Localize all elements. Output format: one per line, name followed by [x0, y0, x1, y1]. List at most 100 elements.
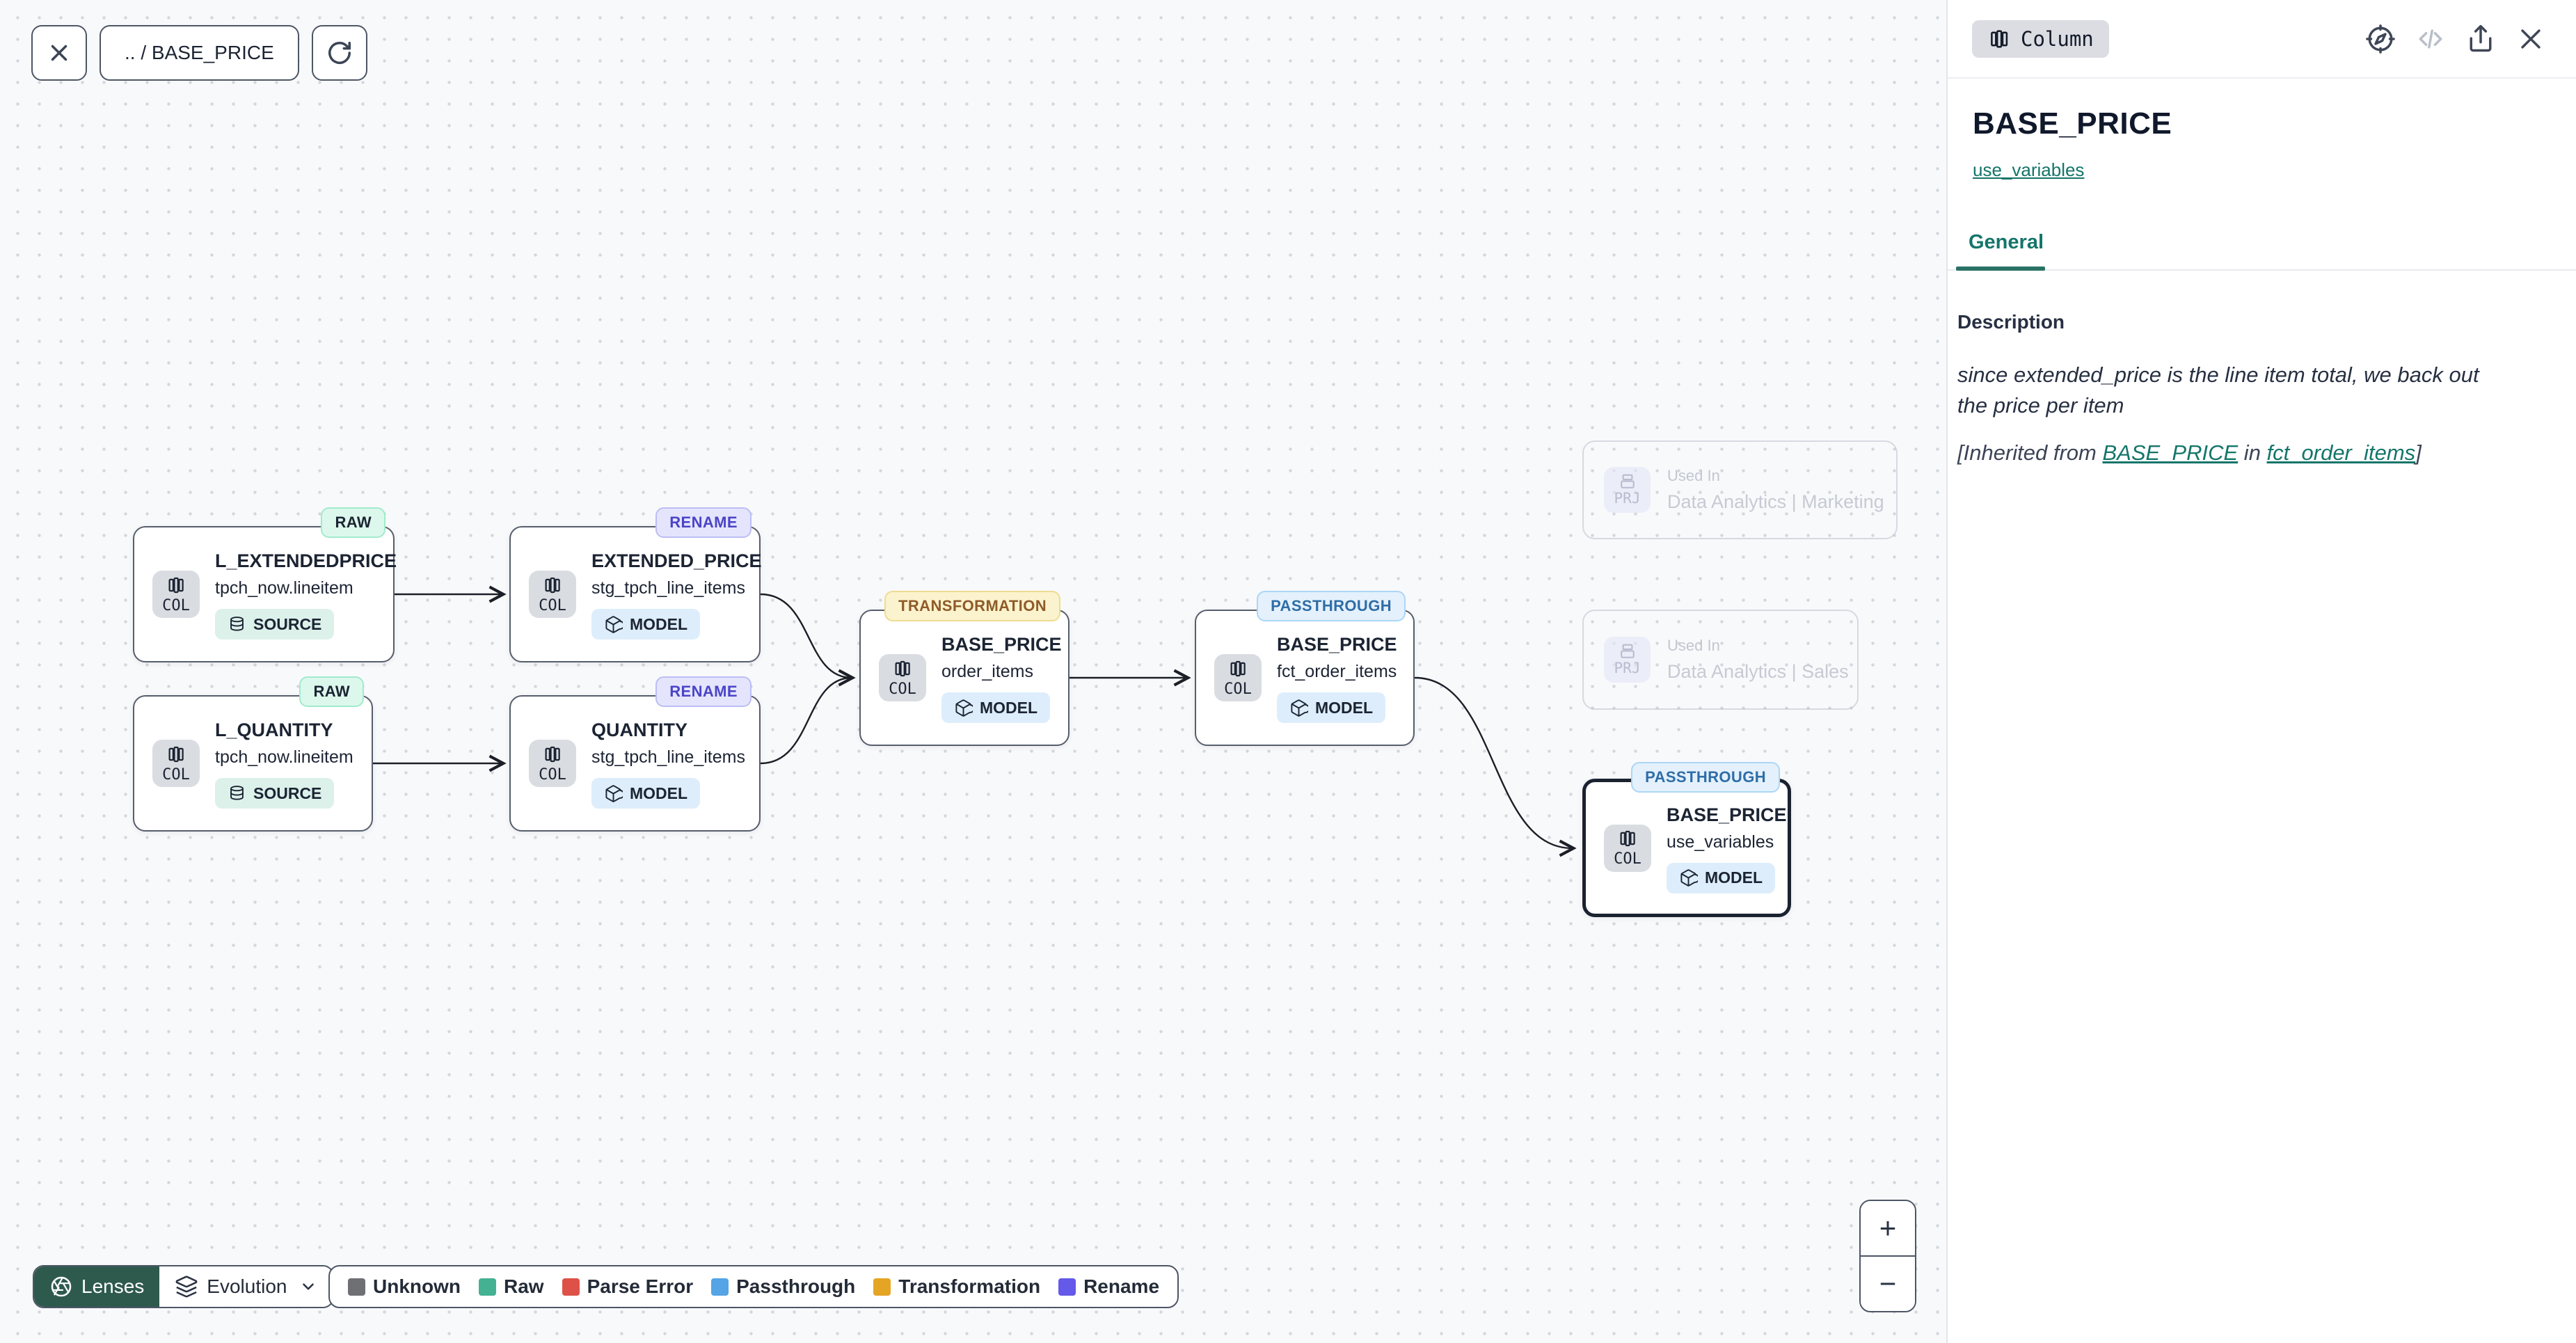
node-subtitle: use_variables [1667, 832, 1774, 852]
model-chip: MODEL [591, 609, 701, 639]
node-subtitle: tpch_now.lineitem [215, 747, 353, 767]
cube-icon [1680, 869, 1698, 887]
status-badge: PASSTHROUGH [1631, 762, 1780, 793]
lens-mode-dropdown[interactable]: Evolution [159, 1266, 333, 1307]
panel-tabs: General [1948, 231, 2576, 271]
legend-swatch [562, 1278, 580, 1296]
node-base-price-use-variables-selected[interactable]: PASSTHROUGH COL BASE_PRICE use_variables… [1582, 762, 1791, 917]
share-button[interactable] [2465, 23, 2497, 55]
edge-fctorderitems-usevariables [1414, 676, 1573, 848]
legend-item: Transformation [873, 1276, 1040, 1298]
used-in-card-marketing[interactable]: PRJ Used In Data Analytics | Marketing [1582, 440, 1898, 539]
node-l-quantity[interactable]: RAW COL L_QUANTITY tpch_now.lineitem SOU… [133, 676, 373, 832]
lineage-canvas[interactable]: .. / BASE_PRICE RAW COL L_EXTENDEDPRICE … [0, 0, 1946, 1343]
node-base-price-order-items[interactable]: TRANSFORMATION COL BASE_PRICE order_item… [859, 591, 1070, 746]
model-chip: MODEL [1667, 862, 1776, 893]
source-chip: SOURCE [215, 778, 335, 809]
inherited-column-link[interactable]: BASE_PRICE [2102, 440, 2239, 465]
columns-icon [1991, 29, 2008, 48]
project-icon [1620, 474, 1635, 488]
status-badge: TRANSFORMATION [884, 591, 1060, 621]
zoom-out-button[interactable]: − [1861, 1257, 1915, 1311]
legend-item: Unknown [348, 1276, 461, 1298]
entity-type-chip: Column [1972, 19, 2109, 58]
description-section: Description since extended_price is the … [1948, 271, 2576, 466]
legend-swatch [348, 1278, 365, 1296]
chevron-down-icon [303, 1283, 315, 1290]
panel-header: Column [1948, 0, 2576, 79]
source-chip: SOURCE [215, 609, 335, 639]
inherited-model-link[interactable]: fct_order_items [2266, 440, 2416, 465]
column-type-box: COL [879, 654, 926, 701]
lenses-button[interactable]: Lenses [34, 1266, 160, 1307]
explore-button[interactable] [2364, 23, 2396, 55]
database-icon [230, 785, 244, 800]
tab-general[interactable]: General [1969, 231, 2044, 253]
close-lineage-button[interactable] [31, 25, 87, 81]
node-title: QUANTITY [591, 720, 687, 740]
columns-icon [895, 660, 910, 676]
columns-icon [1230, 660, 1246, 676]
model-chip: MODEL [591, 778, 701, 809]
description-label: Description [1957, 311, 2065, 333]
lens-bar: Lenses Evolution [33, 1265, 335, 1308]
panel-body: BASE_PRICE use_variables [1948, 79, 2576, 181]
project-icon [1620, 644, 1635, 658]
node-title: L_EXTENDEDPRICE [215, 550, 397, 571]
legend-item: Raw [479, 1276, 544, 1298]
legend-swatch [711, 1278, 729, 1296]
legend-item: Passthrough [711, 1276, 855, 1298]
node-subtitle: order_items [941, 662, 1033, 681]
columns-icon [545, 746, 560, 762]
edge-extendedprice-baseprice [760, 593, 852, 678]
code-icon [2419, 29, 2442, 49]
close-icon [51, 45, 67, 61]
column-type-box: COL [529, 740, 576, 787]
node-quantity[interactable]: RENAME COL QUANTITY stg_tpch_line_items … [509, 676, 761, 832]
model-chip: MODEL [941, 692, 1051, 723]
used-in-label: Used In [1667, 467, 1720, 484]
breadcrumb-label: .. / BASE_PRICE [125, 42, 274, 63]
close-icon [2521, 29, 2541, 49]
used-in-card-sales[interactable]: PRJ Used In Data Analytics | Sales [1582, 610, 1859, 710]
legend-swatch [873, 1278, 891, 1296]
cube-icon [605, 784, 623, 802]
columns-icon [168, 746, 184, 762]
node-title: EXTENDED_PRICE [591, 550, 762, 571]
used-in-name: Data Analytics | Marketing [1667, 491, 1884, 512]
node-subtitle: stg_tpch_line_items [591, 578, 745, 598]
edge-quantity-baseprice [760, 676, 852, 765]
share-icon [2470, 24, 2492, 51]
description-text: since extended_price is the line item to… [1957, 363, 2479, 418]
cube-icon [1291, 699, 1308, 717]
project-type-box: PRJ [1604, 637, 1651, 683]
model-link[interactable]: use_variables [1973, 159, 2085, 180]
node-base-price-fct-order-items[interactable]: PASSTHROUGH COL BASE_PRICE fct_order_ite… [1195, 591, 1415, 746]
model-chip: MODEL [1277, 692, 1386, 723]
columns-icon [1620, 830, 1635, 847]
used-in-label: Used In [1667, 637, 1720, 654]
refresh-button[interactable] [311, 25, 367, 81]
view-code-button[interactable] [2415, 23, 2447, 55]
legend-item: Parse Error [562, 1276, 693, 1298]
column-type-box: COL [152, 571, 200, 618]
cube-icon [955, 699, 973, 717]
details-panel: Column [1946, 0, 2576, 1343]
lenses-label: Lenses [81, 1276, 145, 1297]
compass-icon [2366, 24, 2395, 54]
status-badge: PASSTHROUGH [1257, 591, 1406, 621]
zoom-controls: + − [1859, 1200, 1916, 1312]
node-l-extendedprice[interactable]: RAW COL L_EXTENDEDPRICE tpch_now.lineite… [133, 507, 397, 662]
lens-mode-label: Evolution [207, 1276, 287, 1297]
lineage-legend: Unknown Raw Parse Error Passthrough Tran… [328, 1265, 1179, 1308]
breadcrumb[interactable]: .. / BASE_PRICE [100, 25, 299, 81]
aperture-icon [51, 1276, 72, 1297]
node-subtitle: stg_tpch_line_items [591, 747, 745, 767]
node-title: BASE_PRICE [1667, 804, 1787, 825]
zoom-in-button[interactable]: + [1861, 1201, 1915, 1257]
close-panel-button[interactable] [2515, 23, 2547, 55]
column-type-box: COL [1604, 824, 1651, 872]
node-extended-price[interactable]: RENAME COL EXTENDED_PRICE stg_tpch_line_… [509, 507, 762, 662]
canvas-toolbar: .. / BASE_PRICE [31, 25, 367, 81]
